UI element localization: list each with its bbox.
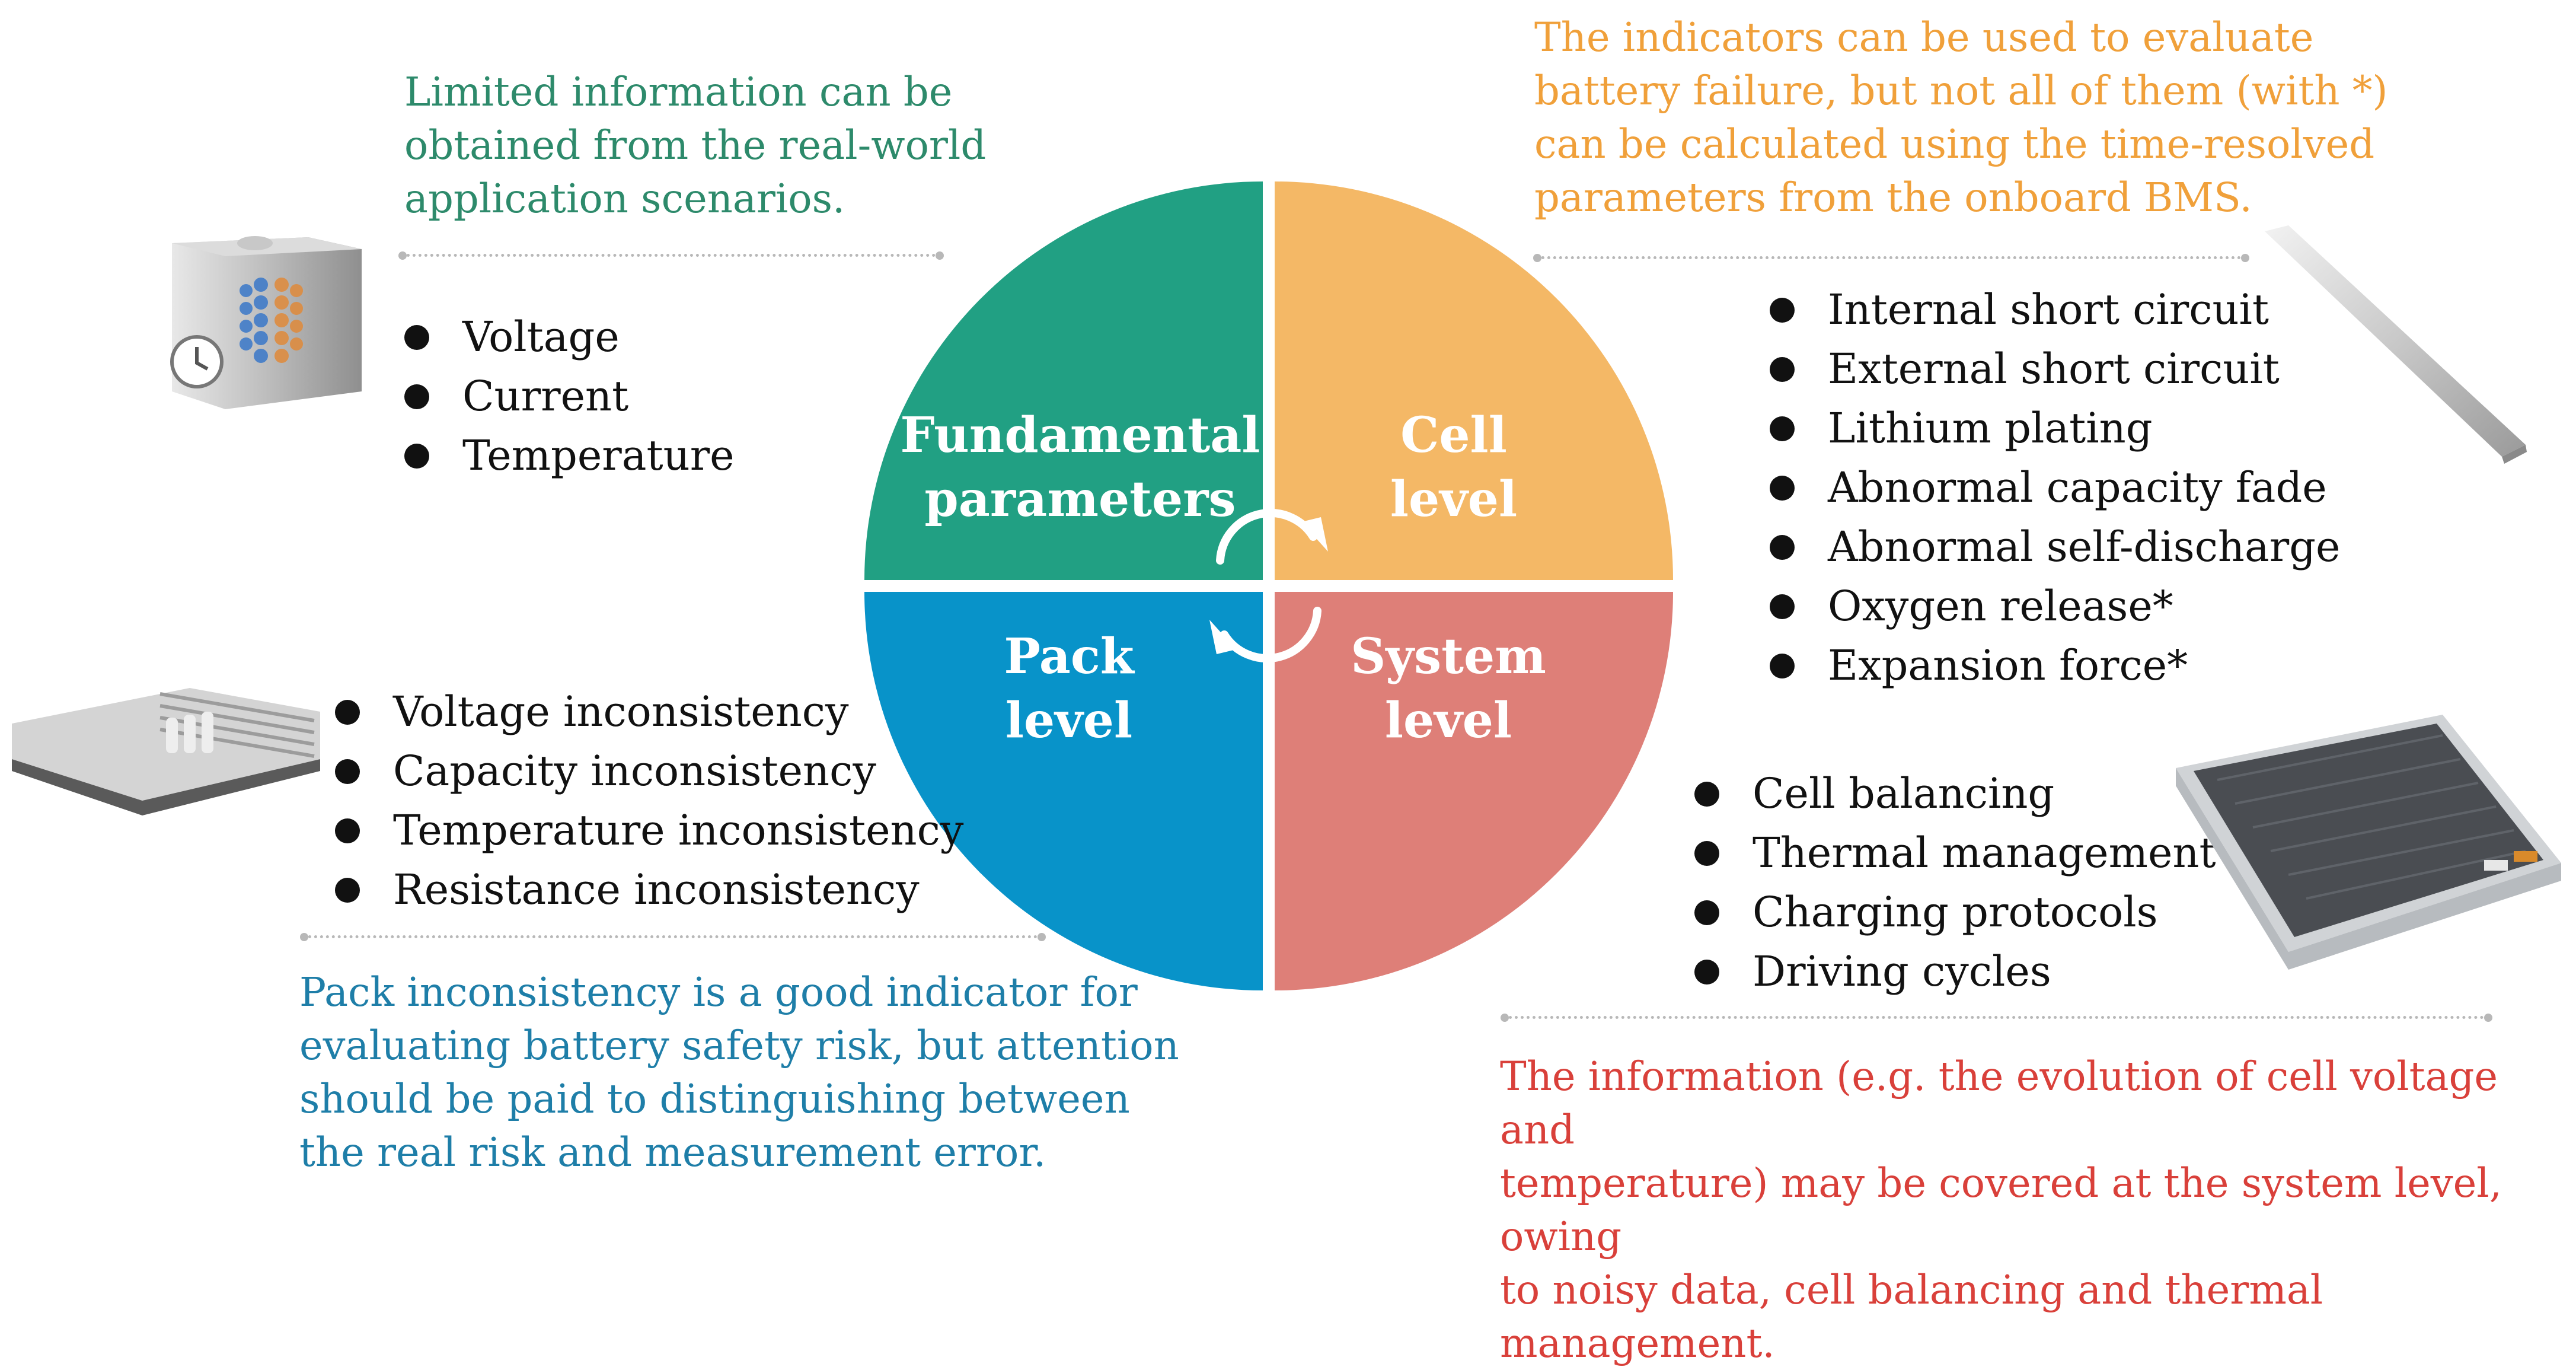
list-item-label: Temperature inconsistency (393, 806, 964, 855)
caption-line: application scenarios. (404, 176, 845, 222)
pack-divider (300, 933, 1046, 941)
list-item-label: Abnormal capacity fade (1828, 463, 2327, 512)
fundamental-label-line2: parameters (924, 471, 1236, 528)
bullet-icon (1770, 476, 1795, 501)
fundamental-divider (398, 251, 944, 260)
caption-line: to noisy data, cell balancing and therma… (1500, 1267, 2323, 1366)
fundamental-list: Voltage Current Temperature (404, 307, 735, 485)
system-label-line2: level (1385, 692, 1512, 749)
pack-caption: Pack inconsistency is a good indicator f… (299, 966, 1179, 1179)
fundamental-caption: Limited information can be obtained from… (404, 65, 986, 225)
list-item: Expansion force* (1770, 636, 2340, 695)
list-item-label: Current (462, 372, 629, 420)
caption-line: The information (e.g. the evolution of c… (1500, 1053, 2498, 1153)
pack-quadrant (864, 592, 1263, 990)
list-item: Capacity inconsistency (335, 741, 963, 801)
bullet-icon (335, 759, 360, 784)
caption-line: Pack inconsistency is a good indicator f… (299, 969, 1138, 1015)
system-list: Cell balancing Thermal management Chargi… (1694, 764, 2216, 1001)
bullet-icon (335, 878, 360, 903)
cell-divider (1533, 254, 2249, 262)
bullet-icon (404, 325, 429, 350)
list-item: Voltage inconsistency (335, 682, 963, 741)
list-item-label: Capacity inconsistency (393, 747, 876, 795)
caption-line: Limited information can be (404, 69, 953, 115)
cell-label-line1: Cell (1400, 407, 1507, 464)
caption-line: battery failure, but not all of them (wi… (1534, 68, 2388, 114)
list-item: Resistance inconsistency (335, 860, 963, 919)
bullet-icon (1694, 841, 1719, 866)
system-caption: The information (e.g. the evolution of c… (1500, 1050, 2576, 1370)
list-item-label: Internal short circuit (1828, 285, 2269, 334)
bullet-icon (1770, 535, 1795, 560)
bullet-icon (1694, 960, 1719, 985)
list-item: Temperature (404, 426, 735, 485)
bullet-icon (1770, 357, 1795, 382)
list-item-label: External short circuit (1828, 345, 2280, 393)
bullet-icon (1770, 298, 1795, 323)
bullet-icon (404, 384, 429, 409)
list-item: Abnormal capacity fade (1770, 458, 2340, 517)
pack-label-line1: Pack (1004, 628, 1135, 685)
caption-line: obtained from the real-world (404, 122, 987, 168)
cell-quadrant (1275, 181, 1673, 580)
list-item-label: Expansion force* (1828, 641, 2188, 690)
list-item-label: Voltage (462, 313, 620, 361)
list-item-label: Abnormal self-discharge (1828, 522, 2341, 571)
bullet-icon (1770, 416, 1795, 441)
list-item: Driving cycles (1694, 942, 2216, 1001)
caption-line: can be calculated using the time-resolve… (1534, 121, 2375, 167)
list-item-label: Lithium plating (1828, 404, 2153, 453)
list-item: Cell balancing (1694, 764, 2216, 823)
cell-label-line2: level (1390, 471, 1517, 528)
bullet-icon (335, 818, 360, 843)
blade-cell-image (2265, 225, 2527, 464)
bullet-icon (1694, 782, 1719, 807)
bullet-icon (1770, 654, 1795, 678)
caption-line: evaluating battery safety risk, but atte… (299, 1022, 1179, 1069)
cycle-arrows-icon (1216, 508, 1321, 663)
caption-line: parameters from the onboard BMS. (1534, 174, 2252, 221)
system-label-line1: System (1351, 628, 1546, 685)
fundamental-quadrant (864, 181, 1263, 580)
list-item: Oxygen release* (1770, 576, 2340, 636)
list-item: Voltage (404, 307, 735, 367)
list-item-label: Thermal management (1753, 829, 2216, 877)
cell-list: Internal short circuit External short ci… (1770, 280, 2340, 695)
bullet-icon (404, 444, 429, 469)
list-item-label: Cell balancing (1753, 769, 2055, 818)
bullet-icon (1694, 900, 1719, 925)
list-item-label: Charging protocols (1753, 888, 2158, 936)
system-quadrant (1275, 592, 1673, 990)
list-item: Internal short circuit (1770, 280, 2340, 339)
caption-line: The indicators can be used to evaluate (1534, 14, 2314, 60)
cell-caption: The indicators can be used to evaluate b… (1534, 11, 2388, 224)
list-item: External short circuit (1770, 339, 2340, 399)
bullet-icon (1770, 594, 1795, 619)
battery-pack-image (2176, 715, 2561, 970)
list-item: Temperature inconsistency (335, 801, 963, 860)
pack-label-line2: level (1005, 692, 1132, 749)
caption-line: the real risk and measurement error. (299, 1129, 1046, 1175)
caption-line: temperature) may be covered at the syste… (1500, 1160, 2502, 1260)
battery-cell-image (170, 236, 362, 409)
list-item-label: Oxygen release* (1828, 582, 2173, 630)
list-item: Lithium plating (1770, 399, 2340, 458)
list-item: Current (404, 367, 735, 426)
list-item: Abnormal self-discharge (1770, 517, 2340, 576)
battery-module-image (12, 688, 320, 815)
pack-list: Voltage inconsistency Capacity inconsist… (335, 682, 963, 919)
list-item-label: Driving cycles (1753, 947, 2051, 996)
list-item: Charging protocols (1694, 882, 2216, 942)
list-item-label: Temperature (462, 431, 735, 480)
system-divider (1501, 1014, 2492, 1022)
caption-line: should be paid to distinguishing between (299, 1076, 1130, 1122)
list-item-label: Resistance inconsistency (393, 865, 920, 914)
list-item-label: Voltage inconsistency (393, 687, 849, 736)
quadrant-circle-diagram: Fundamental parameters Cell level Pack l… (864, 181, 1673, 990)
fundamental-label-line1: Fundamental (900, 407, 1260, 464)
list-item: Thermal management (1694, 823, 2216, 882)
bullet-icon (335, 700, 360, 725)
